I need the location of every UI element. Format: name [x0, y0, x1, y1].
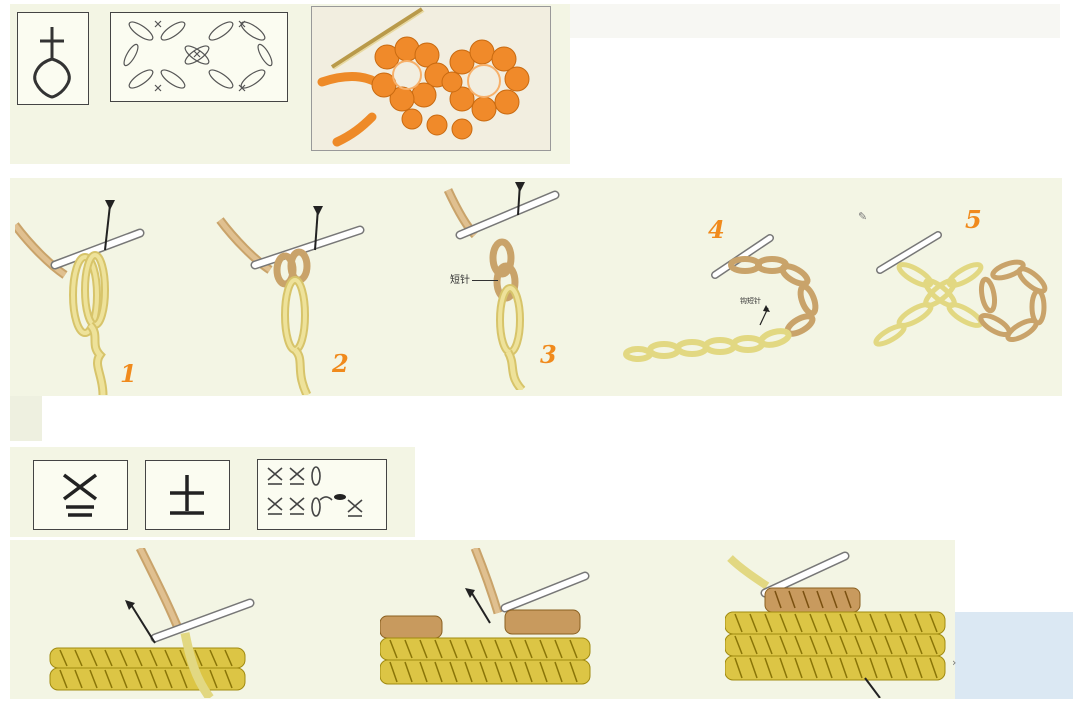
bottom-step-c-drawing [725, 548, 950, 698]
small-hand-mark: ✎ [858, 210, 867, 223]
single-crochet-back-loop-icon [34, 461, 126, 528]
top-right-strip [570, 4, 1060, 38]
diamond-net-chart [110, 12, 288, 102]
plus-stitch-icon [146, 461, 228, 528]
bottom-step-b-illustration [380, 548, 595, 698]
step-2-number: 2 [332, 352, 349, 376]
single-crochet-back-loop-symbol [33, 460, 128, 530]
long-loop-stitch-symbol [17, 12, 89, 105]
mixed-stitch-chart-icon [258, 460, 385, 528]
bottom-step-a-illustration [45, 548, 255, 698]
step-3-number: 3 [540, 343, 557, 367]
step-5-drawing [860, 225, 1065, 355]
bottom-step-b-drawing [380, 548, 595, 698]
step-4-illustration [620, 230, 850, 370]
orange-yarn-photo [311, 6, 551, 151]
diamond-net-chart-icon [111, 13, 286, 100]
short-stitch-leader [472, 280, 498, 281]
plus-stitch-symbol [145, 460, 230, 530]
arrow-mark: › [952, 656, 956, 669]
slip-stitch-label: 钩短针 [740, 298, 761, 305]
middle-left-stub [10, 396, 42, 441]
mixed-stitch-chart [257, 459, 387, 530]
step-5-number: 5 [965, 208, 982, 232]
step-1-number: 1 [120, 362, 137, 386]
step-4-drawing [620, 230, 850, 370]
short-stitch-label: 短针 [450, 276, 470, 286]
blue-corner-block [955, 612, 1073, 699]
long-loop-stitch-icon [18, 13, 87, 103]
bottom-step-c-illustration [725, 548, 950, 698]
step-5-illustration [860, 225, 1065, 355]
step-4-number: 4 [708, 218, 725, 242]
bottom-step-a-drawing [45, 548, 255, 698]
orange-yarn-illustration [312, 7, 550, 150]
